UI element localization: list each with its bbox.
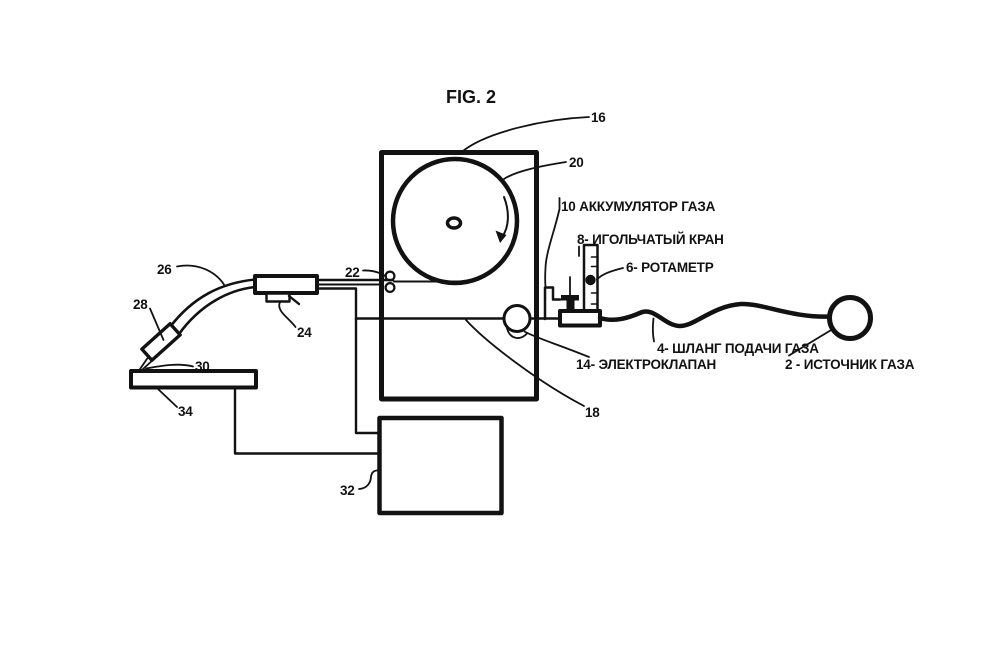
leader-14-arc	[506, 327, 528, 339]
label-32: 32	[340, 483, 355, 498]
solenoid-valve	[502, 304, 532, 333]
leader-24	[278, 301, 297, 328]
leader-28	[149, 307, 165, 341]
worktable	[129, 369, 258, 390]
ground-wire	[233, 386, 381, 455]
leader-14	[523, 330, 590, 358]
label-14-solenoid-valve: 14- ЭЛЕКТРОКЛАПАН	[576, 357, 716, 372]
drive-roller-bottom	[384, 282, 396, 294]
torch-cable-inner	[177, 285, 257, 336]
label-6-rotameter: 6- РОТАМЕТР	[626, 260, 714, 275]
wire-spool	[390, 156, 520, 286]
rotation-arrowhead-icon	[495, 230, 507, 243]
torch-arc-line	[141, 358, 155, 371]
torch-electrode-line	[139, 355, 150, 370]
rotation-arrow-icon	[501, 196, 509, 238]
label-30: 30	[195, 359, 210, 374]
label-26: 26	[157, 262, 172, 277]
label-20: 20	[569, 155, 584, 170]
label-2-gas-source: 2 - ИСТОЧНИК ГАЗА	[785, 357, 915, 372]
welding-torch	[140, 322, 182, 362]
power-source-box	[377, 415, 504, 516]
feeder-power-wire	[315, 287, 381, 435]
torch-cable-outer	[168, 278, 257, 329]
leader-30	[145, 363, 194, 370]
leader-18	[465, 319, 585, 407]
figure-title: FIG. 2	[446, 87, 496, 107]
leader-20	[503, 161, 567, 180]
leader-22	[362, 269, 387, 278]
wire-feeder-box	[253, 274, 319, 295]
leader-32	[358, 469, 380, 490]
gas-source	[827, 295, 873, 341]
leader-10	[544, 197, 561, 288]
label-34: 34	[178, 404, 193, 419]
leader-6	[596, 267, 624, 281]
leader-16	[460, 116, 590, 154]
rotameter-float	[585, 274, 596, 286]
gas-hose	[597, 301, 832, 329]
valve-base-block	[558, 309, 602, 328]
label-8-needle-valve: 8- ИГОЛЬЧАТЫЙ КРАН	[577, 232, 724, 247]
label-24: 24	[297, 325, 312, 340]
needle-valve-body	[566, 300, 575, 312]
feeder-clamp	[265, 292, 291, 303]
label-18: 18	[585, 405, 600, 420]
label-22: 22	[345, 265, 360, 280]
feeder-clamp-screw	[287, 294, 301, 306]
label-16: 16	[591, 110, 606, 125]
label-10-gas-accumulator: 10 АККУМУЛЯТОР ГАЗА	[561, 199, 716, 214]
leader-4	[651, 317, 655, 343]
needle-valve-handle	[561, 295, 579, 301]
leader-26	[176, 264, 225, 286]
spool-hub	[445, 216, 463, 230]
leader-34	[157, 388, 178, 408]
wire-feed-cabinet	[379, 150, 539, 402]
leader-2	[788, 328, 833, 357]
label-4-gas-supply-hose: 4- ШЛАНГ ПОДАЧИ ГАЗА	[657, 341, 819, 356]
gas-accumulator	[543, 286, 562, 321]
label-28: 28	[133, 297, 148, 312]
